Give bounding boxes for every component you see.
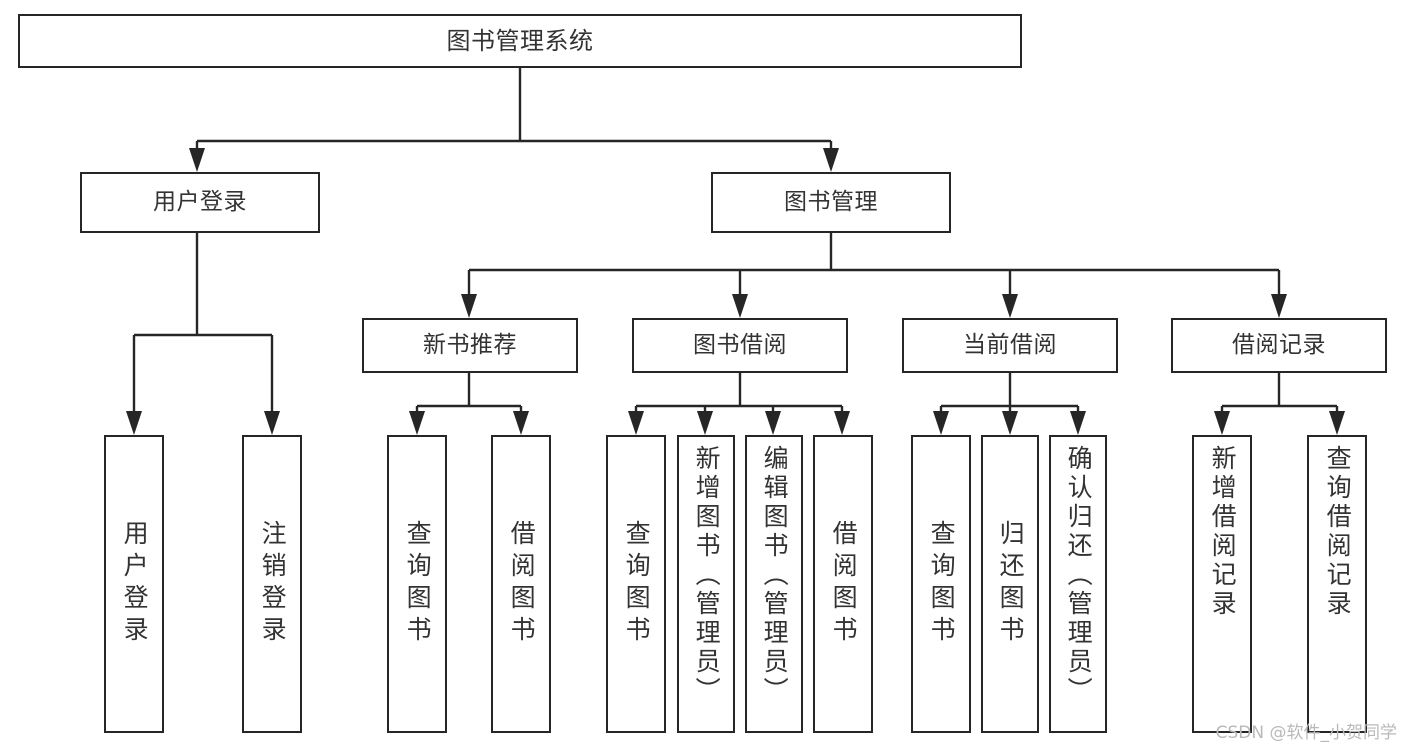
node-book-borrow-label: 图书借阅 <box>693 332 787 359</box>
arrow-head-leaf-confirm-return <box>1070 411 1086 435</box>
node-user-login-label: 用户登录 <box>153 189 247 216</box>
node-leaf-user-login-label: 用户登录 <box>120 520 150 648</box>
node-borrow-record[interactable]: 借阅记录 <box>1171 318 1387 373</box>
node-book-borrow[interactable]: 图书借阅 <box>632 318 848 373</box>
node-leaf-query-book-1-label: 查询图书 <box>403 520 433 648</box>
arrow-head-current-borrow <box>1002 294 1018 318</box>
node-borrow-record-label: 借阅记录 <box>1232 332 1326 359</box>
watermark: CSDN @软件_小贺同学 <box>1215 723 1397 743</box>
arrow-head-leaf-query-book-2 <box>628 411 644 435</box>
node-new-book-recommend-label: 新书推荐 <box>423 332 517 359</box>
node-leaf-return-book-label: 归还图书 <box>996 520 1026 648</box>
node-leaf-borrow-book-2[interactable]: 借阅图书 <box>813 435 873 733</box>
node-book-management-label: 图书管理 <box>784 189 878 216</box>
node-book-management[interactable]: 图书管理 <box>711 172 951 233</box>
node-leaf-confirm-return-label: 确认归还（管理员） <box>1064 445 1094 706</box>
node-user-login[interactable]: 用户登录 <box>80 172 320 233</box>
node-leaf-query-book-3-label: 查询图书 <box>927 520 957 648</box>
node-leaf-user-login[interactable]: 用户登录 <box>104 435 164 733</box>
arrow-head-leaf-edit-book <box>765 411 781 435</box>
arrow-head-leaf-query-record <box>1329 411 1345 435</box>
node-leaf-query-book-2-label: 查询图书 <box>622 520 652 648</box>
node-current-borrow[interactable]: 当前借阅 <box>902 318 1118 373</box>
node-leaf-add-record-label: 新增借阅记录 <box>1208 445 1238 619</box>
arrow-head-leaf-logout-login <box>264 411 280 435</box>
arrow-head-leaf-borrow-book-1 <box>513 411 529 435</box>
node-leaf-add-record[interactable]: 新增借阅记录 <box>1192 435 1252 733</box>
arrow-head-leaf-user-login <box>126 411 142 435</box>
node-leaf-return-book[interactable]: 归还图书 <box>981 435 1039 733</box>
node-leaf-edit-book[interactable]: 编辑图书（管理员） <box>745 435 803 733</box>
arrow-head-leaf-borrow-book-2 <box>834 411 850 435</box>
arrow-head-book-management <box>823 148 839 172</box>
arrow-head-new-book-recommend <box>461 294 477 318</box>
arrow-head-leaf-add-book <box>697 411 713 435</box>
node-leaf-query-record[interactable]: 查询借阅记录 <box>1307 435 1367 733</box>
node-leaf-add-book[interactable]: 新增图书（管理员） <box>677 435 735 733</box>
node-leaf-edit-book-label: 编辑图书（管理员） <box>760 445 790 706</box>
arrow-head-leaf-add-record <box>1214 411 1230 435</box>
node-leaf-query-book-2[interactable]: 查询图书 <box>606 435 666 733</box>
node-leaf-confirm-return[interactable]: 确认归还（管理员） <box>1049 435 1107 733</box>
node-root[interactable]: 图书管理系统 <box>18 14 1022 68</box>
node-leaf-query-book-1[interactable]: 查询图书 <box>387 435 447 733</box>
node-leaf-add-book-label: 新增图书（管理员） <box>692 445 722 706</box>
node-leaf-logout-login[interactable]: 注销登录 <box>242 435 302 733</box>
arrow-head-book-borrow <box>732 294 748 318</box>
arrow-head-user-login <box>189 148 205 172</box>
node-leaf-query-book-3[interactable]: 查询图书 <box>911 435 971 733</box>
node-leaf-borrow-book-2-label: 借阅图书 <box>829 520 859 648</box>
node-leaf-borrow-book-1[interactable]: 借阅图书 <box>491 435 551 733</box>
arrow-head-leaf-query-book-1 <box>409 411 425 435</box>
node-leaf-logout-login-label: 注销登录 <box>258 520 288 648</box>
node-current-borrow-label: 当前借阅 <box>963 332 1057 359</box>
node-leaf-borrow-book-1-label: 借阅图书 <box>507 520 537 648</box>
node-new-book-recommend[interactable]: 新书推荐 <box>362 318 578 373</box>
node-root-label: 图书管理系统 <box>446 27 594 55</box>
arrow-head-leaf-query-book-3 <box>933 411 949 435</box>
node-leaf-query-record-label: 查询借阅记录 <box>1323 445 1353 619</box>
arrow-head-borrow-record <box>1271 294 1287 318</box>
arrow-head-leaf-return-book <box>1002 411 1018 435</box>
